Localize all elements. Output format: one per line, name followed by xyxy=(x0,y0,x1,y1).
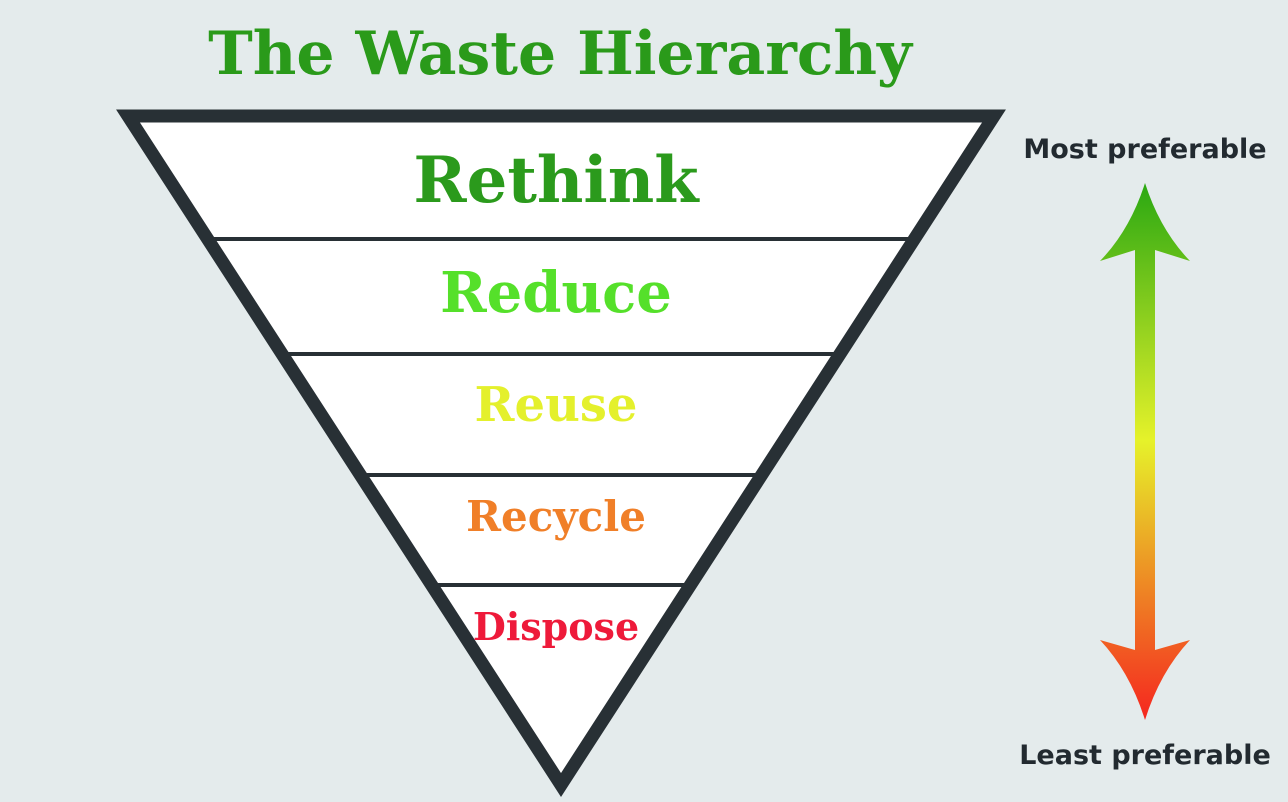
most-preferable-label: Most preferable xyxy=(1023,134,1266,165)
level-reduce: Reduce xyxy=(440,260,672,326)
inverted-pyramid: Rethink Reduce Reuse Recycle Dispose xyxy=(116,109,1006,797)
level-rethink: Rethink xyxy=(413,143,700,218)
diagram-title: The Waste Hierarchy xyxy=(208,19,914,89)
double-arrow-icon xyxy=(1100,183,1190,720)
level-reuse: Reuse xyxy=(475,377,638,433)
least-preferable-label: Least preferable xyxy=(1019,740,1271,771)
pyramid-outline xyxy=(116,109,1006,797)
preference-scale: Most preferable Least preferable xyxy=(1019,134,1271,771)
level-recycle: Recycle xyxy=(466,492,646,541)
level-dispose: Dispose xyxy=(473,604,639,649)
